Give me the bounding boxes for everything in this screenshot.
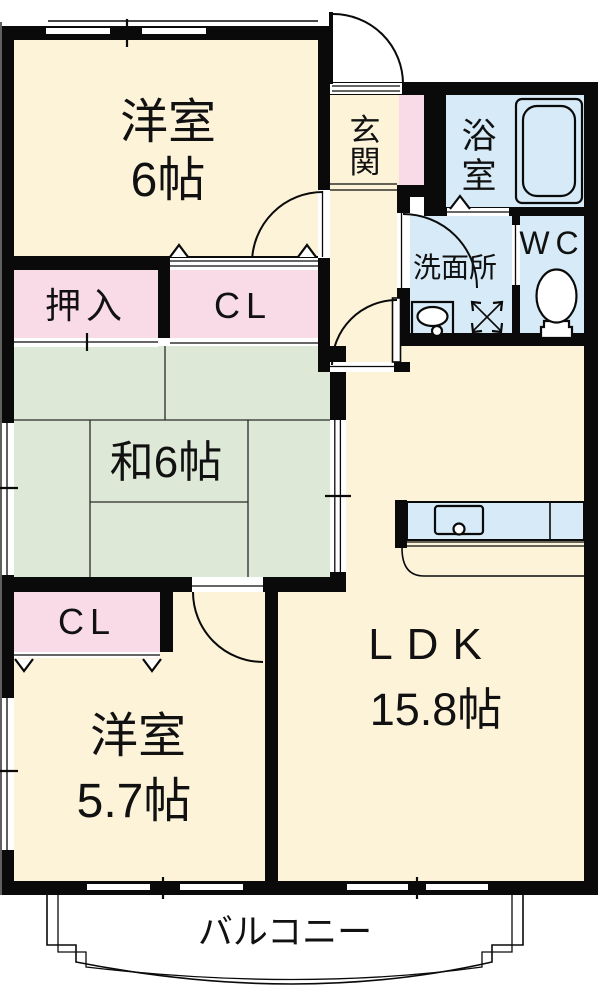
bathtub-icon bbox=[514, 97, 584, 205]
closet-a-label: CL bbox=[214, 285, 272, 326]
kitchen-area-boundary bbox=[401, 547, 584, 577]
door-washroom bbox=[397, 213, 478, 289]
closet-b-floor bbox=[14, 592, 160, 652]
ldk-floor-upper bbox=[346, 346, 584, 881]
japanese-room-floor bbox=[14, 346, 330, 577]
door-swing-arc-icon bbox=[192, 591, 264, 663]
door-swing-arc-icon bbox=[251, 191, 324, 264]
window-bottom-left bbox=[87, 877, 243, 899]
balcony-label: バルコニー bbox=[198, 913, 372, 952]
door-swing-arc-icon bbox=[332, 13, 404, 85]
door-swing-arc-icon bbox=[402, 213, 478, 289]
tatami-mat-lines bbox=[14, 346, 330, 577]
closet-a-doors bbox=[169, 243, 318, 270]
door-wc bbox=[512, 225, 520, 285]
window-top bbox=[46, 19, 318, 47]
ldk-label: LDK bbox=[368, 620, 496, 669]
genkan-step-line bbox=[330, 183, 397, 191]
folding-door-mark-icon bbox=[14, 658, 34, 673]
hallway-floor bbox=[330, 185, 397, 362]
window-bottom-right bbox=[347, 877, 488, 899]
ldk-size: 15.8帖 bbox=[370, 684, 503, 735]
washbasin-icon bbox=[410, 300, 455, 344]
bath-label-1: 浴 bbox=[461, 117, 496, 156]
door-swing-arc-icon bbox=[331, 299, 398, 366]
washer-pan-icon bbox=[470, 300, 504, 334]
entrance-label-2: 関 bbox=[350, 145, 381, 180]
room-western-a-size: 6帖 bbox=[131, 154, 206, 207]
balcony-railing bbox=[46, 895, 524, 985]
window-left-western-b bbox=[0, 698, 18, 850]
door-western-b bbox=[192, 577, 264, 663]
closet-b-label: CL bbox=[58, 601, 116, 642]
entrance-door-leaf bbox=[329, 12, 333, 84]
door-hall-ldk bbox=[330, 297, 402, 372]
folding-door-mark-icon bbox=[169, 243, 189, 258]
oshiire-floor bbox=[14, 270, 158, 338]
window-left-tatami bbox=[0, 423, 18, 575]
toilet-icon bbox=[535, 268, 578, 340]
door-leaf bbox=[391, 297, 402, 363]
oshiire-label: 押入 bbox=[45, 285, 127, 326]
entrance-label-1: 玄 bbox=[350, 113, 381, 148]
folding-door-mark-icon bbox=[142, 658, 162, 673]
folding-door-mark-icon bbox=[297, 243, 317, 258]
door-bath-folding bbox=[447, 194, 509, 216]
oshiire-sliding-door bbox=[14, 333, 330, 351]
entrance-door bbox=[329, 12, 404, 94]
shoe-cabinet-floor bbox=[399, 95, 424, 185]
room-western-a-label: 洋室 bbox=[120, 96, 216, 149]
kitchen-counter-icon bbox=[401, 501, 585, 577]
washroom-label: 洗面所 bbox=[413, 252, 497, 283]
closet-b-doors bbox=[14, 652, 162, 673]
wc-label: WC bbox=[519, 225, 584, 261]
door-western-a bbox=[251, 190, 330, 264]
japanese-room-label: 和6帖 bbox=[110, 438, 222, 487]
bath-label-2: 室 bbox=[461, 157, 496, 196]
room-western-b-size: 5.7帖 bbox=[77, 775, 192, 828]
closet-a-floor bbox=[170, 270, 318, 338]
room-western-b-label: 洋室 bbox=[90, 710, 186, 763]
folding-door-mark-icon bbox=[449, 194, 471, 210]
entrance-floor bbox=[330, 95, 399, 190]
ldk-floor-lower bbox=[278, 592, 346, 881]
sliding-door-tatami-ldk bbox=[325, 420, 351, 572]
